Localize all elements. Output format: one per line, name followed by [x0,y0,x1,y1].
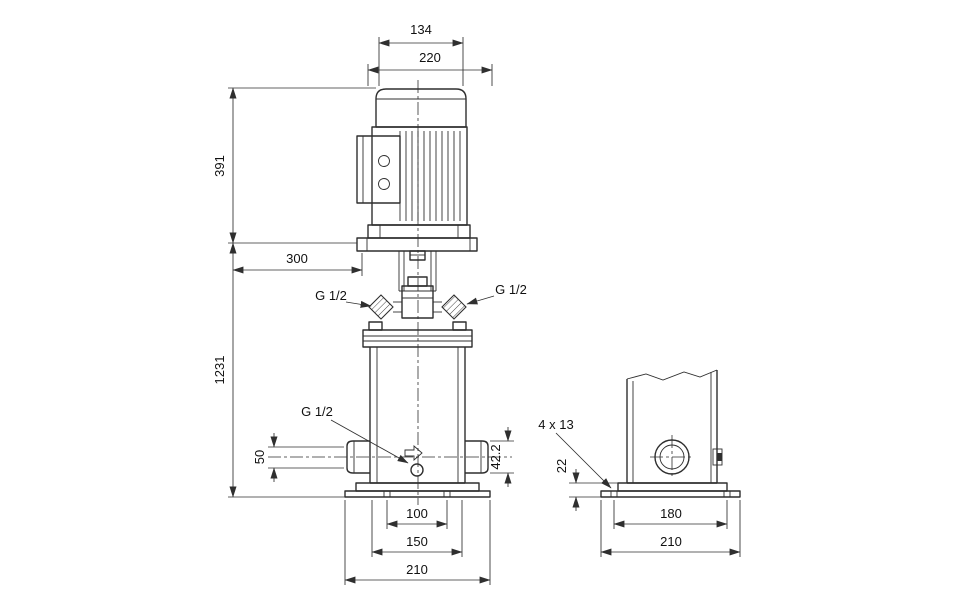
dim-port-center-offset-label: 50 [252,450,267,464]
side-base [600,482,741,498]
base-holes-label: 4 x 13 [538,417,573,432]
dim-clearance-label: 300 [286,251,308,266]
dim-side-baseplate-width-label: 210 [660,534,682,549]
terminal-box [356,135,401,204]
dim-baseplate-width-label: 210 [406,562,428,577]
chamber-stack [362,321,473,484]
discharge-port [465,440,489,474]
dim-foot-hole-spacing-label: 100 [406,506,428,521]
label-gauge-port-left: G 1/2 [315,288,372,308]
coupling-lantern [398,250,437,292]
gauge-port-right-symbol [441,294,467,320]
flow-arrow-icon [404,445,423,461]
dim-fan-width-label: 134 [410,22,432,37]
dim-baseplate-width: 210 [344,500,491,585]
dim-motor-height-label: 391 [212,155,227,177]
motor-flange [356,224,478,252]
dim-clearance: 300 [232,251,363,276]
dim-total-height: 1231 [212,242,345,498]
dim-motor-width: 220 [367,50,493,86]
suction-port [346,440,370,474]
drain-port-label: G 1/2 [301,404,333,419]
pump-head [393,276,442,319]
dim-total-height-label: 1231 [212,356,227,385]
label-gauge-port-right: G 1/2 [466,282,527,305]
drain-plug [410,463,424,477]
dim-side-baseplate-width: 210 [600,500,741,557]
pump-base [344,482,491,498]
label-drain-port: G 1/2 [301,404,409,464]
dim-port-outer-diameter: 42.2 [488,427,514,487]
dim-motor-height: 391 [212,87,376,244]
dim-fan-width: 134 [378,22,464,86]
dim-side-hole-spacing: 180 [613,500,728,529]
side-port-circle [650,435,694,479]
dimensions: 134 220 391 1231 300 G 1/2 [212,22,741,585]
side-view [600,369,741,498]
gauge-port-left-symbol [368,294,394,320]
gauge-port-right-label: G 1/2 [495,282,527,297]
dim-foot-hole-spacing: 100 [386,500,448,529]
gauge-port-left-label: G 1/2 [315,288,347,303]
label-base-holes: 4 x 13 [538,417,612,489]
dim-baseplate-height: 22 [554,459,618,511]
dim-port-center-offset: 50 [252,433,344,482]
dim-base-width: 150 [371,500,463,557]
dim-motor-width-label: 220 [419,50,441,65]
dim-baseplate-height-label: 22 [554,459,569,473]
side-clamp [712,448,723,466]
front-view [268,80,512,505]
dim-port-outer-diameter-label: 42.2 [488,444,503,469]
dim-side-hole-spacing-label: 180 [660,506,682,521]
motor [371,88,468,226]
dim-base-width-label: 150 [406,534,428,549]
